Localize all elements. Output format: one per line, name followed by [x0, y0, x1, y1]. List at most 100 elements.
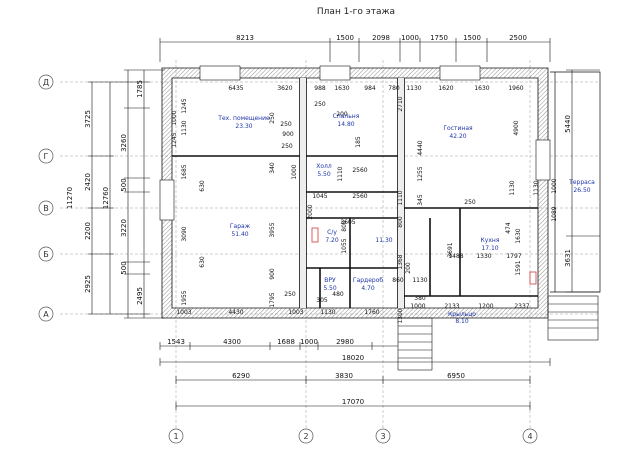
dim-hall-9: 800 [397, 216, 404, 228]
dim-left-b1: 1785 [136, 80, 144, 98]
dim-bot-7: 860 [392, 277, 404, 284]
dim-hall-2: 2560 [352, 167, 367, 174]
axis-letter-v: В [43, 204, 49, 213]
dim-r1-3: 988 [314, 85, 326, 92]
dim-gar-l-1: 1685 [181, 164, 188, 179]
axis-number-4: 4 [527, 432, 532, 441]
dim-chain-top [159, 38, 551, 62]
plan-title: План 1-го этажа [317, 7, 395, 17]
dim-left-a1: 3725 [84, 110, 92, 128]
dim-r1-10: 1960 [508, 85, 523, 92]
room-vru-area: 5.50 [323, 285, 337, 292]
dim-top-1: 8213 [236, 34, 254, 42]
dim-kit-9: 1089 [551, 206, 558, 221]
dim-kit-7: 1630 [515, 228, 522, 243]
dim-right-1: 5440 [564, 115, 572, 133]
dim-spal-3: 2710 [397, 96, 404, 111]
axis-letter-a: А [43, 310, 49, 319]
axis-number-2: 2 [303, 432, 308, 441]
dim-hall-3: 2560 [352, 193, 367, 200]
door-marks [311, 227, 537, 285]
dim-left-b3: 500 [120, 178, 128, 191]
dim-top-7: 2500 [509, 34, 527, 42]
dim-r1-2: 3620 [277, 85, 292, 92]
room-bath-area: 7.20 [325, 237, 339, 244]
dim-kit-4: 1488 [448, 253, 463, 260]
room-corridor-area: 11.30 [375, 237, 392, 244]
dim-chains-bottom [159, 342, 551, 410]
room-tech-area: 23.30 [235, 123, 252, 130]
dim-r1-5: 984 [364, 85, 376, 92]
axis-letter-b: Б [43, 250, 49, 259]
dim-left-b5: 500 [120, 261, 128, 274]
dim-kit-5: 1330 [476, 253, 491, 260]
dim-bot-14: 1300 [397, 308, 404, 323]
axis-grid [60, 60, 600, 430]
dim-hall-1: 1110 [337, 166, 344, 181]
dim-bath-1: 800 [341, 220, 348, 232]
dim-spal-2: 185 [355, 136, 362, 148]
dim-r1-6: 780 [388, 85, 400, 92]
dim-gar-l-3: 3090 [181, 226, 188, 241]
dim-r1-4: 1630 [334, 85, 349, 92]
dim-left-a4: 2925 [84, 275, 92, 293]
dim-top-5: 1750 [430, 34, 448, 42]
dim-gar-m-6: 4430 [228, 309, 243, 316]
dim-bot-10: 1000 [410, 303, 425, 310]
dim-bottom-5: 2980 [336, 338, 354, 346]
axis-letter-g: Г [44, 152, 49, 161]
dim-left-a3: 2200 [84, 222, 92, 240]
dim-bot-2: 305 [316, 297, 328, 304]
dim-tex-7: 900 [282, 131, 294, 138]
room-kitchen-name: Кухня [481, 237, 500, 244]
dim-bottom-2: 4300 [223, 338, 241, 346]
dim-bot-4: 1003 [288, 309, 303, 316]
dim-bot-15: 1368 [397, 254, 404, 269]
dim-left-b6: 2495 [136, 287, 144, 305]
dim-right-2: 3631 [564, 249, 572, 267]
dim-bottom-axis-3: 6950 [447, 372, 465, 380]
dim-bot-16: 200 [405, 262, 412, 274]
dim-left-total-1: 11270 [66, 187, 74, 209]
dim-bath-2: 1055 [341, 238, 348, 253]
dim-bottom-total: 18020 [342, 354, 364, 362]
dim-gar-m-5: 1795 [269, 292, 276, 307]
dim-left-b4: 3220 [120, 219, 128, 237]
dim-bottom-axis-2: 3830 [335, 372, 353, 380]
dim-bottom-1: 1543 [167, 338, 185, 346]
dim-top-2: 1500 [336, 34, 354, 42]
dim-bot-11: 2133 [444, 303, 459, 310]
dim-hall-10: 1110 [397, 190, 404, 205]
dim-r1-7: 1130 [406, 85, 421, 92]
dim-bot-3: 480 [332, 291, 344, 298]
dim-tex-5: 250 [280, 121, 292, 128]
room-terrace-name: Терраса [568, 179, 595, 186]
room-hall-name: Холл [316, 163, 332, 170]
dim-bot-5: 1130 [320, 309, 335, 316]
dim-bottom-axis-total: 17070 [342, 398, 364, 406]
dim-tex-2: 1130 [181, 120, 188, 135]
dim-bot-12: 1200 [478, 303, 493, 310]
dim-kit-10: 1000 [551, 178, 558, 193]
dim-gar-l-4: 630 [199, 256, 206, 268]
dim-spal-4: 250 [314, 101, 326, 108]
dim-bot-8: 1130 [412, 277, 427, 284]
room-wardrobe-name: Гардероб [353, 277, 383, 284]
axis-bubbles-letters: Д Г В Б А [38, 74, 54, 322]
axis-number-3: 3 [380, 432, 385, 441]
room-garage-name: Гараж [230, 223, 251, 230]
interior-wall-fill [300, 78, 404, 308]
dim-liv-2: 4440 [417, 140, 424, 155]
room-wardrobe-area: 4.70 [361, 285, 375, 292]
dim-bot-13: 2337 [514, 303, 529, 310]
dim-gar-m-4: 900 [269, 268, 276, 280]
dim-hall-6: 2000 [307, 204, 314, 219]
dim-left-total-2: 12760 [102, 187, 110, 209]
dim-kit-2: 1130 [509, 180, 516, 195]
dim-gar-m-3: 3955 [269, 222, 276, 237]
dim-bot-1: 250 [284, 291, 296, 298]
dim-kit-6: 1797 [506, 253, 521, 260]
axis-number-1: 1 [173, 432, 178, 441]
dim-gar-l-5: 1955 [181, 290, 188, 305]
